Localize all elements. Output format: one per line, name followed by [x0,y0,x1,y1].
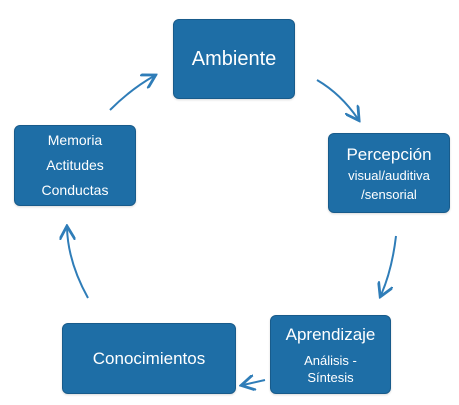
node-percepcion: Percepción visual/auditiva /sensorial [328,133,450,213]
arrow-ambiente-to-percepcion [316,79,358,119]
node-memoria-item: Memoria [47,132,103,148]
arrow-aprendizaje-to-conocimientos [243,380,266,385]
arrow-conocimientos-to-memoria [67,228,89,299]
node-memoria: Memoria Actitudes Conductas [14,125,136,206]
node-ambiente: Ambiente [173,19,295,99]
node-aprendizaje-title: Aprendizaje [285,324,376,344]
arrow-memoria-to-ambiente [109,76,154,111]
node-conocimientos-label: Conocimientos [92,349,206,368]
node-memoria-item: Conductas [41,182,109,198]
node-percepcion-line: /sensorial [361,186,417,202]
node-aprendizaje: Aprendizaje Análisis - Síntesis [270,315,391,394]
node-conocimientos: Conocimientos [62,323,236,394]
node-ambiente-label: Ambiente [191,48,277,70]
arrow-percepcion-to-aprendizaje [381,235,397,295]
node-percepcion-line: visual/auditiva [348,167,430,183]
node-aprendizaje-line: Síntesis [307,369,354,385]
node-memoria-item: Actitudes [46,157,104,173]
node-aprendizaje-line: Análisis - [304,352,357,368]
node-percepcion-title: Percepción [346,144,432,164]
